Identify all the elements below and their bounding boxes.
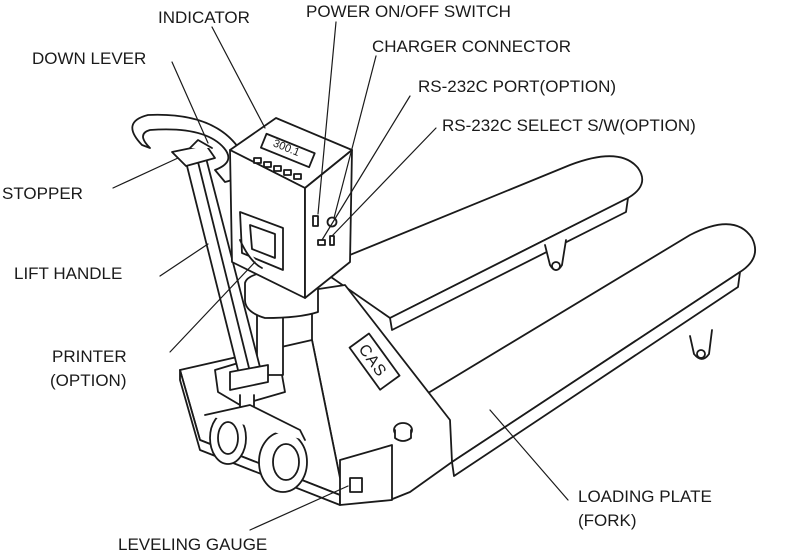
rs232c-port xyxy=(317,239,326,246)
steering-wheels xyxy=(204,404,308,493)
label-rs232c-select: RS-232C SELECT S/W(OPTION) xyxy=(442,116,696,135)
fork-roller-lower xyxy=(689,329,713,360)
indicator-unit: 300.1 xyxy=(229,117,353,299)
label-loading-plate-line1: LOADING PLATE xyxy=(578,487,712,506)
handle-foot xyxy=(229,364,269,391)
label-lift-handle: LIFT HANDLE xyxy=(14,264,122,283)
lcd-window xyxy=(259,132,316,169)
label-loading-plate-line2: (FORK) xyxy=(578,511,637,530)
handle-loop xyxy=(131,113,246,183)
stopper xyxy=(171,144,216,167)
label-power-switch: POWER ON/OFF SWITCH xyxy=(306,2,511,21)
label-rs232c-port: RS-232C PORT(OPTION) xyxy=(418,77,616,96)
rs232c-select xyxy=(329,235,335,246)
fork-upper xyxy=(317,155,644,319)
power-switch xyxy=(312,215,319,227)
leveling-gauge xyxy=(349,477,363,493)
scale-frame xyxy=(179,284,453,506)
callout-labels: INDICATOR POWER ON/OFF SWITCH CHARGER CO… xyxy=(2,2,712,554)
fork-lower-side xyxy=(451,271,741,477)
fork-lower xyxy=(399,223,756,463)
lift-handle xyxy=(131,113,269,391)
label-indicator: INDICATOR xyxy=(158,8,250,27)
label-printer-line2: (OPTION) xyxy=(50,371,127,390)
leader-lines xyxy=(112,21,569,531)
label-stopper: STOPPER xyxy=(2,184,83,203)
label-printer-line1: PRINTER xyxy=(52,347,127,366)
label-down-lever: DOWN LEVER xyxy=(32,49,146,68)
fork-upper-side xyxy=(389,197,629,331)
label-charger-connector: CHARGER CONNECTOR xyxy=(372,37,571,56)
keypad xyxy=(253,157,302,180)
label-leveling-gauge: LEVELING GAUGE xyxy=(118,535,267,554)
loading-plate-fork xyxy=(317,155,756,477)
